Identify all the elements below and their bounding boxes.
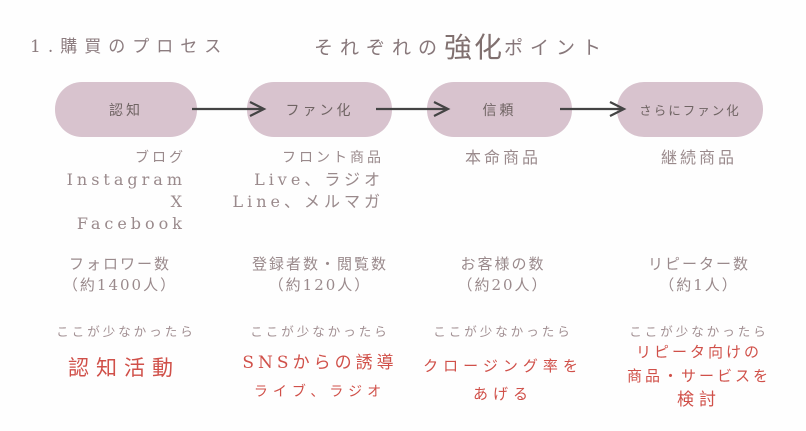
flow-arrow-icon <box>376 101 451 117</box>
if-low-caption: ここが少なかったら <box>629 324 769 339</box>
title-right-suffix: ポイント <box>504 36 609 59</box>
metric-customers: お客様の数 （約20人） <box>403 254 603 296</box>
title-right-emphasis: 強化 <box>444 31 505 64</box>
action-line: 商品・サービスを <box>626 367 771 385</box>
flow-arrow-icon <box>192 101 267 117</box>
channel-item: Live、ラジオ <box>254 170 384 189</box>
action-more-fan: リピータ向けの 商品・サービスを 検討 <box>599 340 799 412</box>
metric-label: お客様の数 <box>460 255 546 273</box>
metric-value: （約20人） <box>457 276 549 294</box>
channel-item: フロント商品 <box>282 150 384 166</box>
action-line: クロージング率を <box>423 357 583 375</box>
metric-label: 登録者数・閲覧数 <box>251 255 388 273</box>
metric-value: （約1400人） <box>62 276 178 294</box>
channel-item: ブログ <box>135 150 186 166</box>
metric-value: （約120人） <box>268 276 372 294</box>
stage-pill-label: 認知 <box>109 102 143 119</box>
channel-item: 継続商品 <box>660 148 737 167</box>
channel-item: X <box>170 192 186 211</box>
if-low-caption: ここが少なかったら <box>433 324 573 339</box>
stage-pill-label: さらにファン化 <box>639 103 741 118</box>
stage-pill-more-fan: さらにファン化 <box>617 82 763 137</box>
channels-awareness: ブログ Instagram X Facebook <box>0 147 186 235</box>
channel-item: Facebook <box>76 214 186 233</box>
stage-pill-fan: ファン化 <box>247 82 392 137</box>
channels-more-fan: 継続商品 <box>599 147 799 169</box>
action-trust: クロージング率を あげる <box>403 352 603 408</box>
if-low-caption: ここが少なかったら <box>56 324 196 339</box>
action-fan: SNSからの誘導 ライブ、ラジオ <box>220 348 420 401</box>
action-line: 検討 <box>677 390 721 410</box>
action-line: 認知活動 <box>68 356 180 380</box>
stage-pill-label: ファン化 <box>285 102 354 119</box>
stage-pill-awareness: 認知 <box>55 82 197 137</box>
channel-item: Line、メルマガ <box>232 192 384 211</box>
channels-fan: フロント商品 Live、ラジオ Line、メルマガ <box>226 147 384 213</box>
action-awareness: 認知活動 <box>24 352 224 382</box>
channel-item: 本命商品 <box>464 148 541 167</box>
action-line: あげる <box>472 385 533 403</box>
diagram-title-right: それぞれの強化ポイント <box>314 26 608 66</box>
channel-item: Instagram <box>66 170 186 189</box>
metric-repeaters: リピーター数 （約1人） <box>599 254 799 296</box>
stage-pill-label: 信頼 <box>482 102 517 119</box>
metric-followers: フォロワー数 （約1400人） <box>20 254 220 296</box>
diagram-title-left: 1.購買のプロセス <box>30 37 229 57</box>
metric-subscribers: 登録者数・閲覧数 （約120人） <box>220 254 420 296</box>
metric-label: フォロワー数 <box>68 255 171 273</box>
stage-pill-trust: 信頼 <box>427 82 572 137</box>
action-line: SNSからの誘導 <box>242 353 398 373</box>
metric-value: （約1人） <box>659 276 739 294</box>
title-right-prefix: それぞれの <box>314 36 445 59</box>
action-line: リピータ向けの <box>635 343 762 361</box>
action-line: ライブ、ラジオ <box>253 384 387 400</box>
metric-label: リピーター数 <box>647 255 750 273</box>
channels-trust: 本命商品 <box>403 147 603 169</box>
flow-arrow-icon <box>560 101 627 117</box>
if-low-caption: ここが少なかったら <box>250 324 390 339</box>
